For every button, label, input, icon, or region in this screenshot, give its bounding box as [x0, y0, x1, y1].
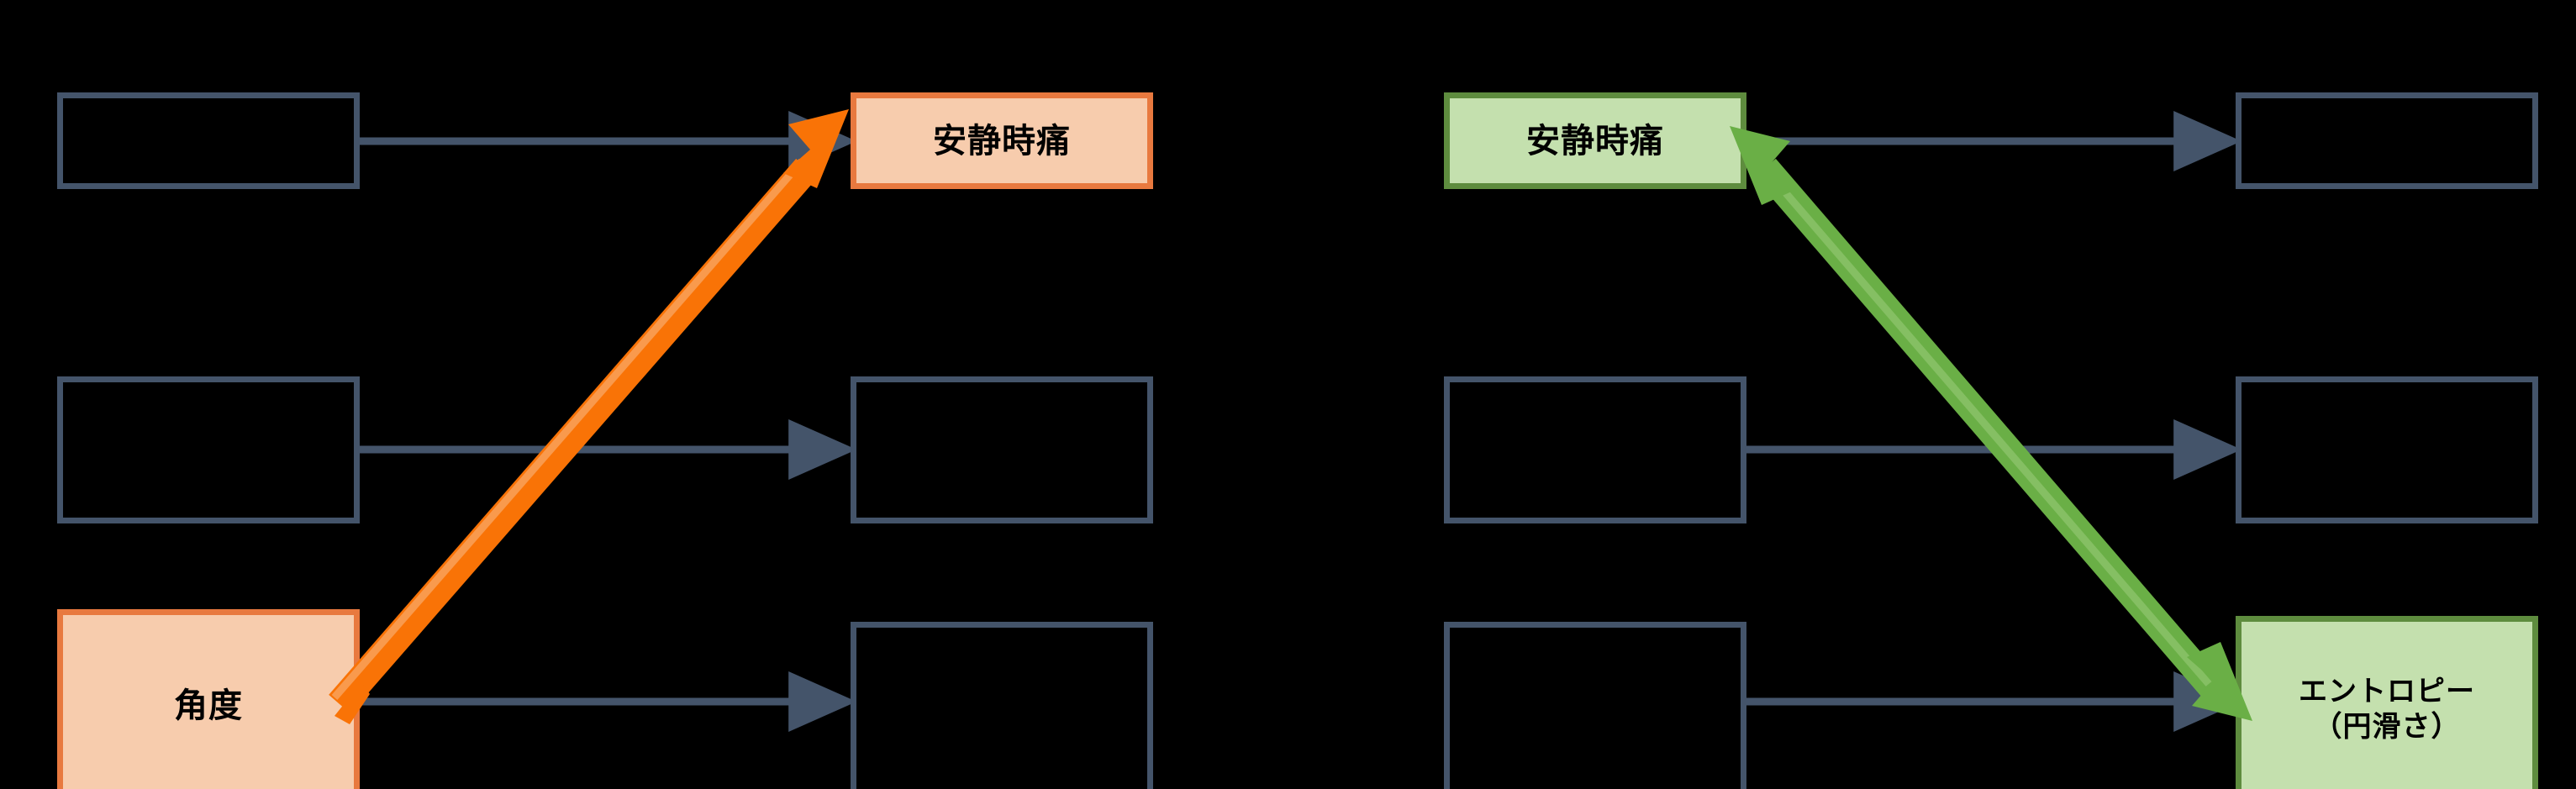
right-row2-col2-box[interactable] — [2236, 376, 2538, 523]
right-row1-col1-box-resting-pain[interactable]: 安静時痛 — [1444, 92, 1746, 189]
right-row3-col1-box[interactable] — [1444, 622, 1746, 789]
left-row1-col1-box[interactable] — [57, 92, 360, 189]
left-row2-col1-box[interactable] — [57, 376, 360, 523]
right-panel: 安静時痛 エントロピー （円滑さ） — [1288, 0, 2576, 789]
right-row3-col2-box-entropy[interactable]: エントロピー （円滑さ） — [2236, 616, 2538, 789]
left-row3-col1-label: 角度 — [174, 687, 243, 724]
left-row2-col2-box[interactable] — [851, 376, 1153, 523]
right-row1-col2-box[interactable] — [2236, 92, 2538, 189]
right-row2-col1-box[interactable] — [1444, 376, 1746, 523]
right-row3-col2-label: エントロピー （円滑さ） — [2299, 675, 2475, 744]
left-row3-col1-box-angle[interactable]: 角度 — [57, 609, 360, 789]
left-row1-col2-box-resting-pain[interactable]: 安静時痛 — [851, 92, 1153, 189]
left-row3-col2-box[interactable] — [851, 622, 1153, 789]
left-panel: 安静時痛 角度 — [57, 92, 1153, 789]
right-row1-col1-label: 安静時痛 — [1526, 122, 1664, 160]
left-row1-col2-label: 安静時痛 — [933, 122, 1071, 160]
